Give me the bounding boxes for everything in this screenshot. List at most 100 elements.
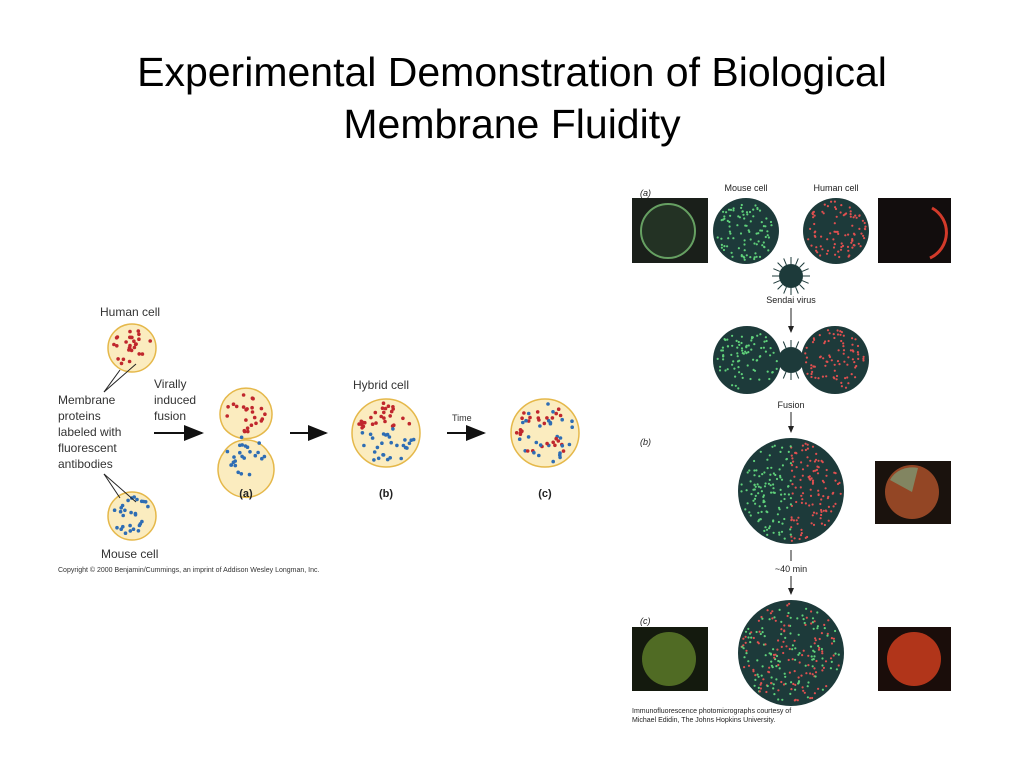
protein-dot (762, 241, 765, 244)
protein-dot (772, 531, 775, 534)
protein-dot (794, 683, 797, 687)
protein-dot (851, 224, 854, 227)
protein-dot (793, 475, 796, 478)
protein-dot (745, 211, 749, 214)
protein-dot (247, 472, 252, 477)
protein-dot (783, 493, 786, 496)
protein-dot (825, 375, 828, 378)
protein-dot (722, 248, 726, 252)
protein-dot (135, 497, 139, 502)
protein-dot (743, 249, 746, 252)
protein-dot (760, 510, 763, 513)
protein-dot (755, 232, 758, 235)
protein-dot (790, 688, 793, 691)
right-figure: (a) Mouse cell Human cell Sendai virus F… (632, 183, 951, 724)
micrograph-red (878, 198, 951, 263)
protein-dot (812, 511, 816, 514)
protein-dot (407, 421, 412, 426)
pointer-line (103, 473, 121, 499)
protein-dot (526, 419, 531, 423)
virally-label-line: Virally (154, 377, 186, 391)
protein-dot (745, 652, 748, 655)
protein-dot (811, 370, 814, 373)
protein-dot (762, 495, 765, 498)
protein-dot (771, 666, 774, 669)
protein-dot (810, 622, 813, 625)
protein-dot (820, 459, 823, 462)
protein-dot (811, 479, 815, 482)
protein-dot (785, 645, 788, 648)
protein-dot (225, 414, 229, 418)
protein-dot (746, 213, 749, 216)
protein-dot (851, 246, 854, 249)
protein-dot (859, 245, 862, 248)
protein-dot (752, 636, 755, 640)
protein-dot (554, 436, 558, 441)
protein-dot (757, 642, 760, 645)
protein-dot (832, 333, 835, 336)
protein-dot (780, 478, 784, 481)
protein-dot (250, 405, 254, 410)
protein-dot (864, 228, 867, 231)
mouse-cell-label: Mouse cell (724, 183, 767, 193)
protein-dot (806, 464, 809, 467)
virus-spikes (782, 340, 800, 380)
protein-dot (789, 445, 792, 448)
protein-dot (759, 333, 762, 336)
protein-dot (777, 506, 781, 509)
protein-dot (813, 692, 817, 695)
protein-dot (771, 617, 774, 620)
protein-dot (820, 235, 823, 238)
protein-dot (786, 506, 789, 509)
protein-dot (827, 619, 830, 622)
protein-dot (754, 494, 757, 497)
protein-dot (833, 471, 836, 474)
protein-dot (804, 442, 807, 445)
protein-dot (796, 699, 799, 702)
protein-dot (837, 250, 840, 253)
protein-dot (225, 449, 230, 454)
copyright: Copyright © 2000 Benjamin/Cummings, an i… (58, 566, 319, 574)
protein-dot (383, 406, 388, 411)
human-cell-label: Human cell (100, 305, 160, 319)
protein-dot (740, 490, 743, 493)
protein-dot (545, 416, 549, 420)
protein-dot (757, 511, 760, 514)
protein-dot (815, 246, 818, 249)
protein-dot (833, 369, 836, 372)
protein-dot (738, 343, 741, 346)
protein-dot (720, 237, 723, 240)
protein-dot (820, 510, 823, 513)
membrane-label-line: labeled with (58, 425, 121, 439)
protein-dot (787, 611, 790, 615)
protein-dot (753, 469, 756, 472)
protein-dot (761, 627, 764, 630)
protein-dot (774, 619, 777, 622)
protein-dot (825, 474, 828, 477)
protein-dot (748, 210, 752, 214)
protein-dot (750, 348, 753, 351)
protein-dot (851, 337, 854, 340)
protein-dot (834, 502, 837, 505)
protein-dot (842, 334, 845, 337)
protein-dot (834, 253, 837, 256)
protein-dot (780, 633, 783, 636)
protein-dot (775, 360, 778, 363)
protein-dot (788, 602, 791, 605)
protein-dot (752, 499, 755, 502)
protein-dot (245, 445, 250, 450)
protein-dot (757, 619, 761, 622)
protein-dot (768, 666, 771, 669)
protein-dot (822, 666, 826, 670)
human-cell-proteins (112, 329, 152, 366)
protein-dot (752, 208, 755, 211)
protein-dot (813, 650, 816, 653)
protein-dot (810, 375, 813, 379)
protein-dot (391, 405, 395, 409)
protein-dot (854, 376, 857, 379)
protein-dot (847, 249, 850, 252)
protein-dot (842, 349, 846, 352)
protein-dot (768, 525, 772, 528)
protein-dot (834, 207, 838, 211)
